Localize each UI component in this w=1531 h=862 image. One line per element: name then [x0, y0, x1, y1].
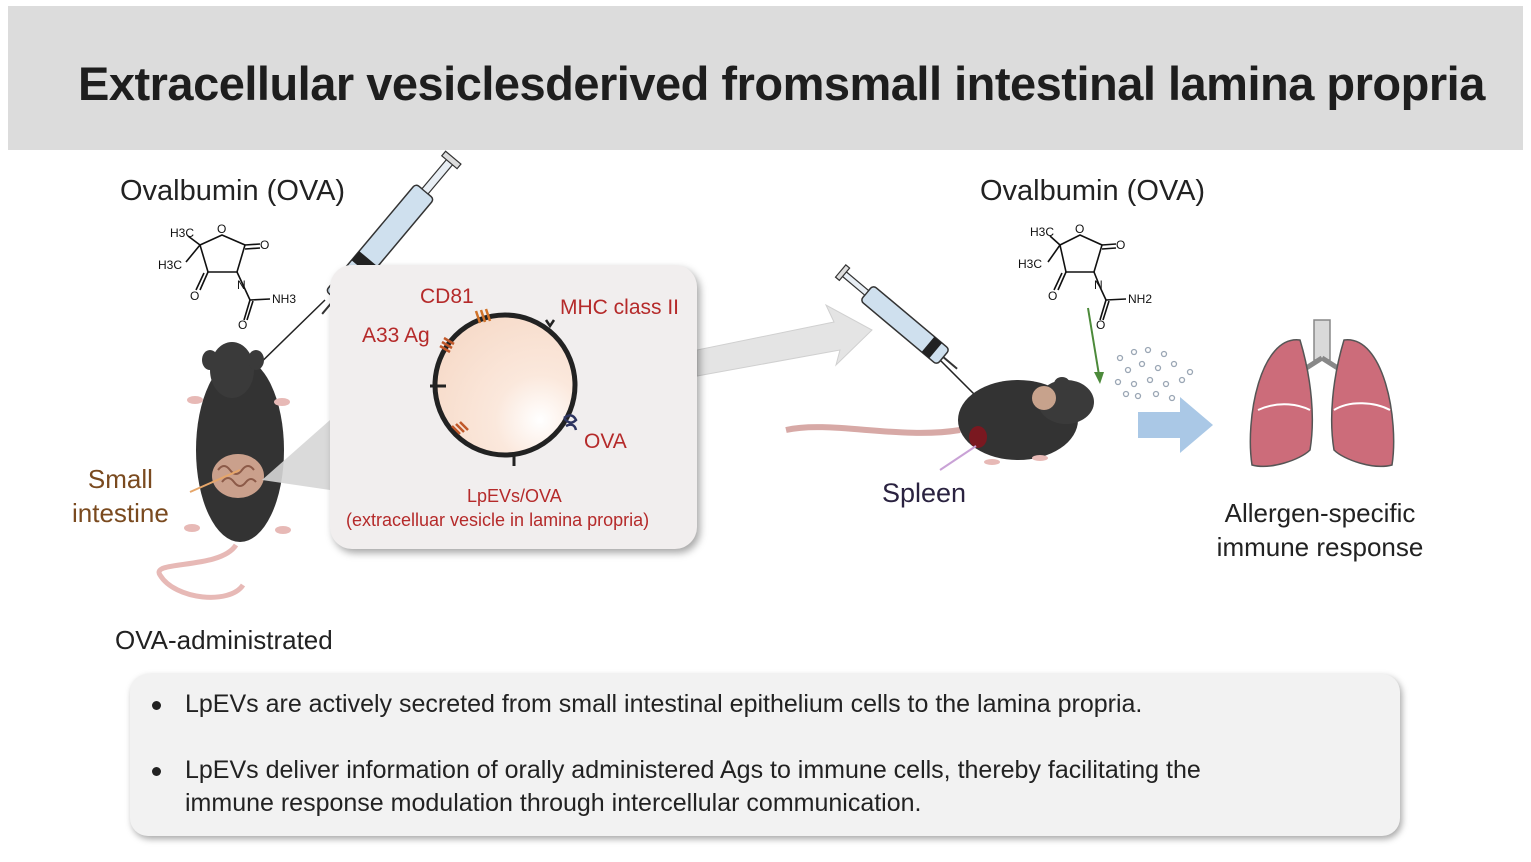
cd81-marker-icon [474, 308, 492, 324]
zoom-callout [262, 420, 330, 490]
ova-marker-label: OVA [584, 430, 627, 453]
transfer-arrow [696, 303, 873, 377]
chem-h3c-bottom-left: H3C [158, 258, 183, 272]
chem-o4-right: O [1096, 318, 1106, 332]
small-intestine-label: Small intestine [72, 464, 169, 528]
cd81-label: CD81 [420, 285, 474, 308]
chem-o1-right: O [1075, 222, 1085, 236]
summary-box: LpEVs are actively secreted from small i… [130, 674, 1400, 836]
chem-h3c-bottom-right: H3C [1018, 257, 1043, 271]
ova-title-left: Ovalbumin (OVA) [120, 175, 346, 207]
chem-o2-right: O [1116, 238, 1126, 252]
immune-response-label: Allergen-specific immune response [1216, 498, 1424, 562]
chem-h3c-top-right: H3C [1030, 225, 1055, 239]
mhc-label: MHC class II [560, 296, 680, 319]
mouse-caption: OVA-administrated [115, 625, 333, 655]
mouse-left-icon [156, 342, 291, 600]
mhc-marker-icon [544, 319, 556, 329]
chem-o1-left: O [217, 222, 227, 236]
aerosol-particles [1114, 346, 1194, 402]
ova-title-right: Ovalbumin (OVA) [980, 175, 1206, 207]
a33-marker-icon [439, 336, 455, 354]
bullet-dot-icon [152, 767, 161, 776]
chem-n-right: N [1094, 278, 1103, 292]
inset-caption-line1: LpEVs/OVA [467, 486, 562, 506]
chem-o3-left: O [190, 289, 200, 303]
ova-structure-right [1047, 234, 1127, 321]
syringe-right-icon [834, 264, 991, 411]
ova-structure-left [185, 234, 271, 321]
chem-o2-left: O [260, 238, 270, 252]
chem-o3-right: O [1048, 289, 1058, 303]
a33-label: A33 Ag [362, 324, 430, 347]
chem-h3c-top-left: H3C [170, 226, 195, 240]
chem-n-left: N [237, 278, 246, 292]
header-banner [8, 6, 1523, 150]
chem-nh3-left: NH3 [272, 292, 297, 306]
spleen-label: Spleen [882, 478, 967, 508]
lungs-icon [1249, 319, 1395, 468]
page-title: Extracellular vesiclesderived fromsmall … [78, 57, 1485, 110]
bullet-dot-icon [152, 701, 161, 710]
response-arrow [1138, 397, 1213, 453]
a33-marker-lower-icon [451, 421, 469, 435]
inset-caption-line2: (extracelluar vesicle in lamina propria) [346, 510, 650, 530]
chem-o4-left: O [238, 318, 248, 332]
chem-nh2-right: NH2 [1128, 292, 1153, 306]
mouse-right-icon [785, 377, 1094, 465]
ova-marker-icon [563, 414, 578, 431]
